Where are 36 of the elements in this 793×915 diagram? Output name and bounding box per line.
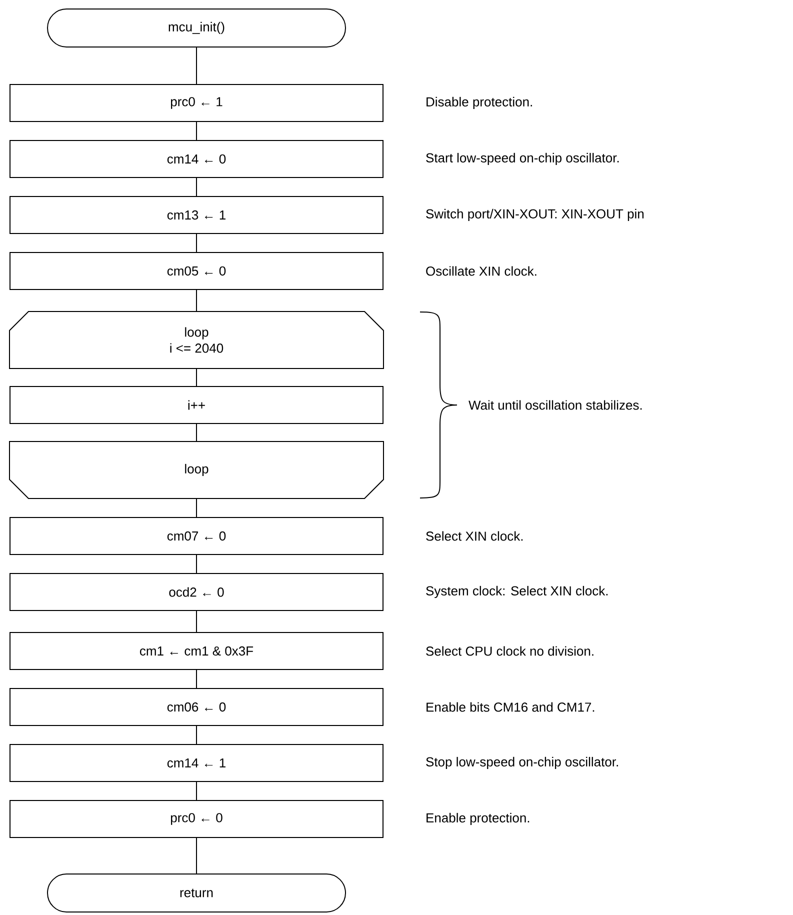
comment-text: Select XIN clock. (426, 531, 523, 541)
process-box: cm07 ← 0 (10, 517, 384, 555)
process-box: prc0 ← 0 (10, 800, 384, 838)
connector-line (196, 498, 197, 518)
connector-line (196, 47, 197, 84)
connector-line (196, 234, 197, 252)
process-box: cm1 ← cm1 & 0x3F (10, 632, 384, 670)
brace-note: Wait until oscillation stabilizes. (468, 400, 642, 410)
process-box: cm05 ← 0 (10, 252, 384, 290)
process-box: cm13 ← 1 (10, 196, 384, 234)
process-box: cm06 ← 0 (10, 688, 384, 726)
process-box: ocd2 ← 0 (10, 573, 384, 611)
connector-line (196, 782, 197, 800)
comment-text: Enable bits CM16 and CM17. (426, 702, 594, 712)
comment-text: Stop low-speed on-chip oscillator. (426, 756, 618, 770)
process-box: prc0 ← 1 (10, 84, 384, 122)
process-box: cm14 ← 1 (10, 744, 384, 782)
connector-line (196, 368, 197, 386)
comment-text: Enable protection. (426, 812, 530, 826)
connector-line (196, 726, 197, 744)
connector-line (196, 122, 197, 140)
connector-line (196, 290, 197, 312)
comment-text: Oscillate XIN clock. (426, 266, 536, 276)
comment-text: Disable protection. (426, 96, 532, 110)
comment-text: Switch port/XIN-XOUT: XIN-XOUT pin (426, 208, 644, 222)
connector-line (196, 670, 197, 688)
process-box: i++ (10, 386, 384, 424)
comment-text: Start low-speed on-chip oscillator. (426, 152, 619, 166)
connector-line (196, 610, 197, 632)
comment-text: System clock: Select XIN clock. (426, 586, 608, 598)
connector-line (196, 554, 197, 574)
connector-line (196, 838, 197, 874)
process-box: cm14 ← 0 (10, 140, 384, 178)
connector-line (196, 424, 197, 442)
connector-line (196, 178, 197, 196)
comment-text: Select CPU clock no division. (426, 646, 594, 656)
